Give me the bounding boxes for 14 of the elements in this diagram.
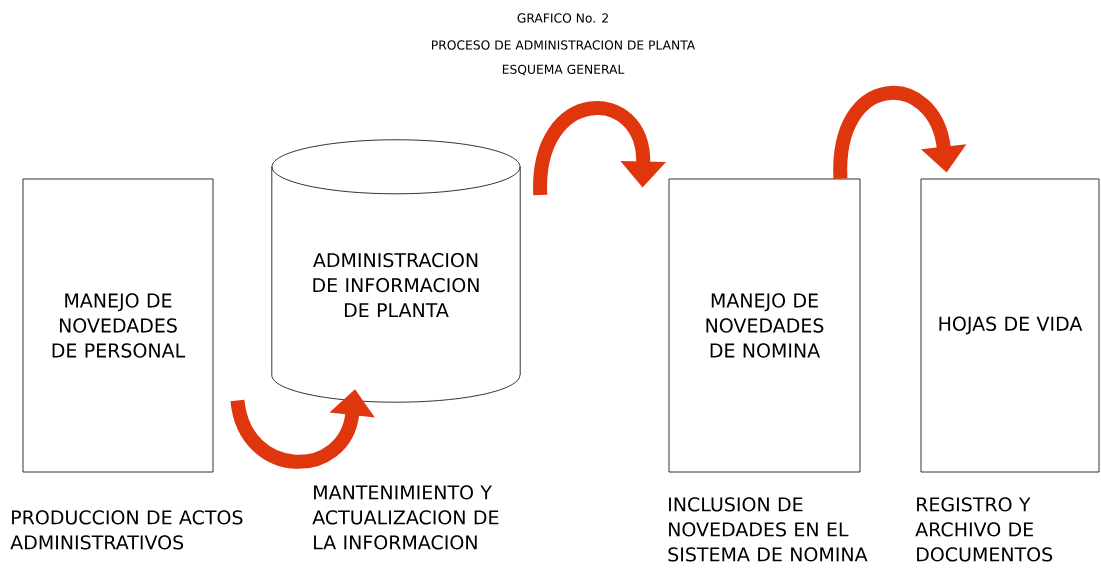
caption: PRODUCCION DE ACTOS ADMINISTRATIVOS <box>10 510 243 550</box>
title: GRAFICO No. 2 <box>517 13 608 23</box>
node-label: ADMINISTRACION DE INFORMACION DE PLANTA <box>313 252 479 318</box>
caption: REGISTRO Y ARCHIVO DE DOCUMENTOS <box>915 497 1053 562</box>
heading-line: ESQUEMA GENERAL <box>502 64 625 76</box>
cylinder: ADMINISTRACION DE INFORMACION DE PLANTA <box>271 139 521 403</box>
curved-arrow <box>833 86 967 179</box>
caption: INCLUSION DE NOVEDADES EN EL SISTEMA DE NOMINA <box>668 497 868 562</box>
process-box: MANEJO DE NOVEDADES DE NOMINA <box>668 178 861 473</box>
caption: MANTENIMIENTO Y ACTUALIZACION DE LA INFORMACION <box>312 485 499 550</box>
process-box: MANEJO DE NOVEDADES DE PERSONAL <box>22 178 214 473</box>
process-box: HOJAS DE VIDA <box>920 178 1100 473</box>
heading-line: PROCESO DE ADMINISTRACION DE PLANTA <box>432 40 696 50</box>
curved-arrow <box>533 101 667 196</box>
